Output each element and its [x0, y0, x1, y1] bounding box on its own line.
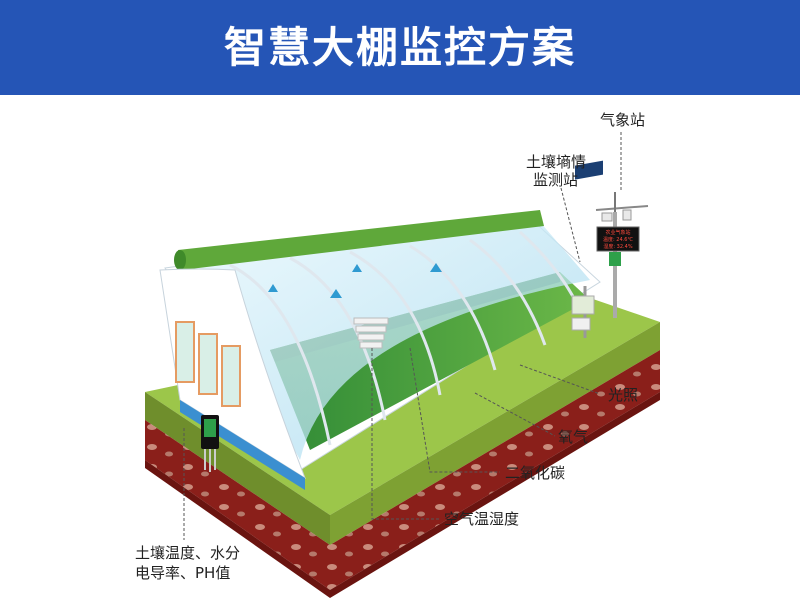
- label-soil-station-2: 监测站: [533, 171, 579, 189]
- label-air-temp-humidity: 空气温湿度: [444, 510, 520, 528]
- soil-station-icon: [571, 160, 603, 338]
- screen-line-1: 农业气象站: [605, 229, 630, 236]
- screen-line-3: 湿度: 32.4%: [603, 243, 632, 250]
- label-oxygen: 氧气: [558, 428, 589, 446]
- label-co2: 二氧化碳: [505, 464, 566, 482]
- insulation-roll: [178, 210, 544, 270]
- leader-lines: [183, 132, 622, 540]
- crop-bed: [270, 272, 590, 450]
- label-soil-sensor-2: 电导率、PH值: [135, 564, 231, 582]
- header-banner: [0, 0, 800, 95]
- soil-probe-icon: [201, 415, 219, 472]
- weather-station-icon: [595, 192, 649, 318]
- label-weather-station: 气象站: [600, 111, 646, 129]
- label-soil-station-1: 土壤墒情: [526, 153, 587, 171]
- label-soil-sensor-1: 土壤温度、水分: [135, 544, 241, 562]
- page-title: 智慧大棚监控方案: [223, 23, 576, 72]
- label-light: 光照: [608, 386, 639, 404]
- screen-line-2: 温度: 24.6℃: [603, 236, 633, 243]
- air-sensor-icon: [353, 317, 389, 349]
